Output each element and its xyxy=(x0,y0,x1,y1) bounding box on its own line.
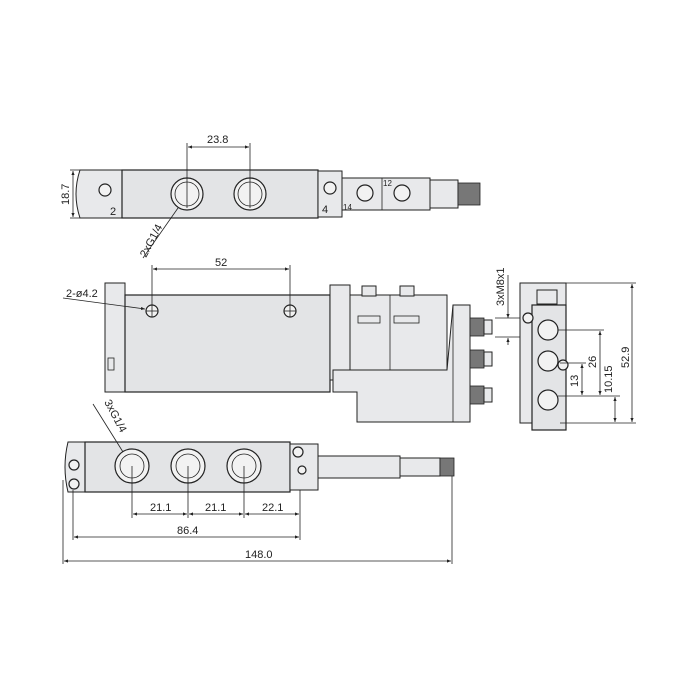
side-manual-override xyxy=(399,285,415,297)
dim-22-1: 22.1 xyxy=(262,502,283,514)
callout-2-hole-4-2: 2-ø4.2 xyxy=(66,288,98,300)
side-m8-connectors xyxy=(469,317,493,405)
bottom-m8-thread xyxy=(439,457,455,477)
pilot-12-knob xyxy=(393,184,411,202)
top-screw xyxy=(323,181,337,195)
pilot-label-14: 14 xyxy=(343,203,352,212)
callout-2xg1-4: 2xG1/4 xyxy=(138,222,165,259)
dim-21-1-first: 21.1 xyxy=(150,502,171,514)
dim-26: 26 xyxy=(587,356,599,368)
pilot-label-12: 12 xyxy=(383,179,392,188)
top-connector-housing xyxy=(429,179,459,209)
side-solenoid xyxy=(349,294,448,371)
dim-52-9: 52.9 xyxy=(620,347,632,368)
side-left-end-cap xyxy=(104,282,126,393)
callout-3xm8x1: 3xM8x1 xyxy=(495,267,507,306)
dim-86-4: 86.4 xyxy=(177,525,198,537)
side-manual-override xyxy=(361,285,377,297)
port-label-2: 2 xyxy=(110,206,116,218)
top-pilot-module xyxy=(341,177,431,211)
dim-23-8: 23.8 xyxy=(207,134,228,146)
top-screw xyxy=(98,183,112,197)
m8-connector-middle xyxy=(537,350,559,372)
side-view: 52 2-ø4.2 xyxy=(62,257,493,423)
end-view: 52.9 26 13 10.15 3xM8x1 xyxy=(495,267,636,431)
m8-connector-bottom xyxy=(537,389,559,411)
side-base-block xyxy=(332,304,471,423)
port-label-4: 4 xyxy=(322,204,328,216)
top-view: 2 4 14 12 23.8 18.7 2xG1/4 xyxy=(60,134,481,259)
bottom-connector-shaft xyxy=(317,455,401,479)
top-valve-body xyxy=(121,169,319,219)
dim-21-1-second: 21.1 xyxy=(205,502,226,514)
top-m8-thread xyxy=(457,182,481,206)
bottom-view: 21.1 21.1 22.1 86.4 148.0 3xG1/4 xyxy=(62,398,455,564)
m8-connector-top xyxy=(537,319,559,341)
dim-13: 13 xyxy=(569,375,581,387)
side-adapter xyxy=(329,284,351,381)
callout-3xg1-4: 3xG1/4 xyxy=(101,398,128,435)
dim-52: 52 xyxy=(215,257,227,269)
pilot-14-knob xyxy=(356,184,374,202)
top-left-end-cap xyxy=(75,169,123,219)
dim-148-0: 148.0 xyxy=(245,549,273,561)
dim-10-15: 10.15 xyxy=(603,365,615,393)
dim-18-7: 18.7 xyxy=(60,184,72,205)
